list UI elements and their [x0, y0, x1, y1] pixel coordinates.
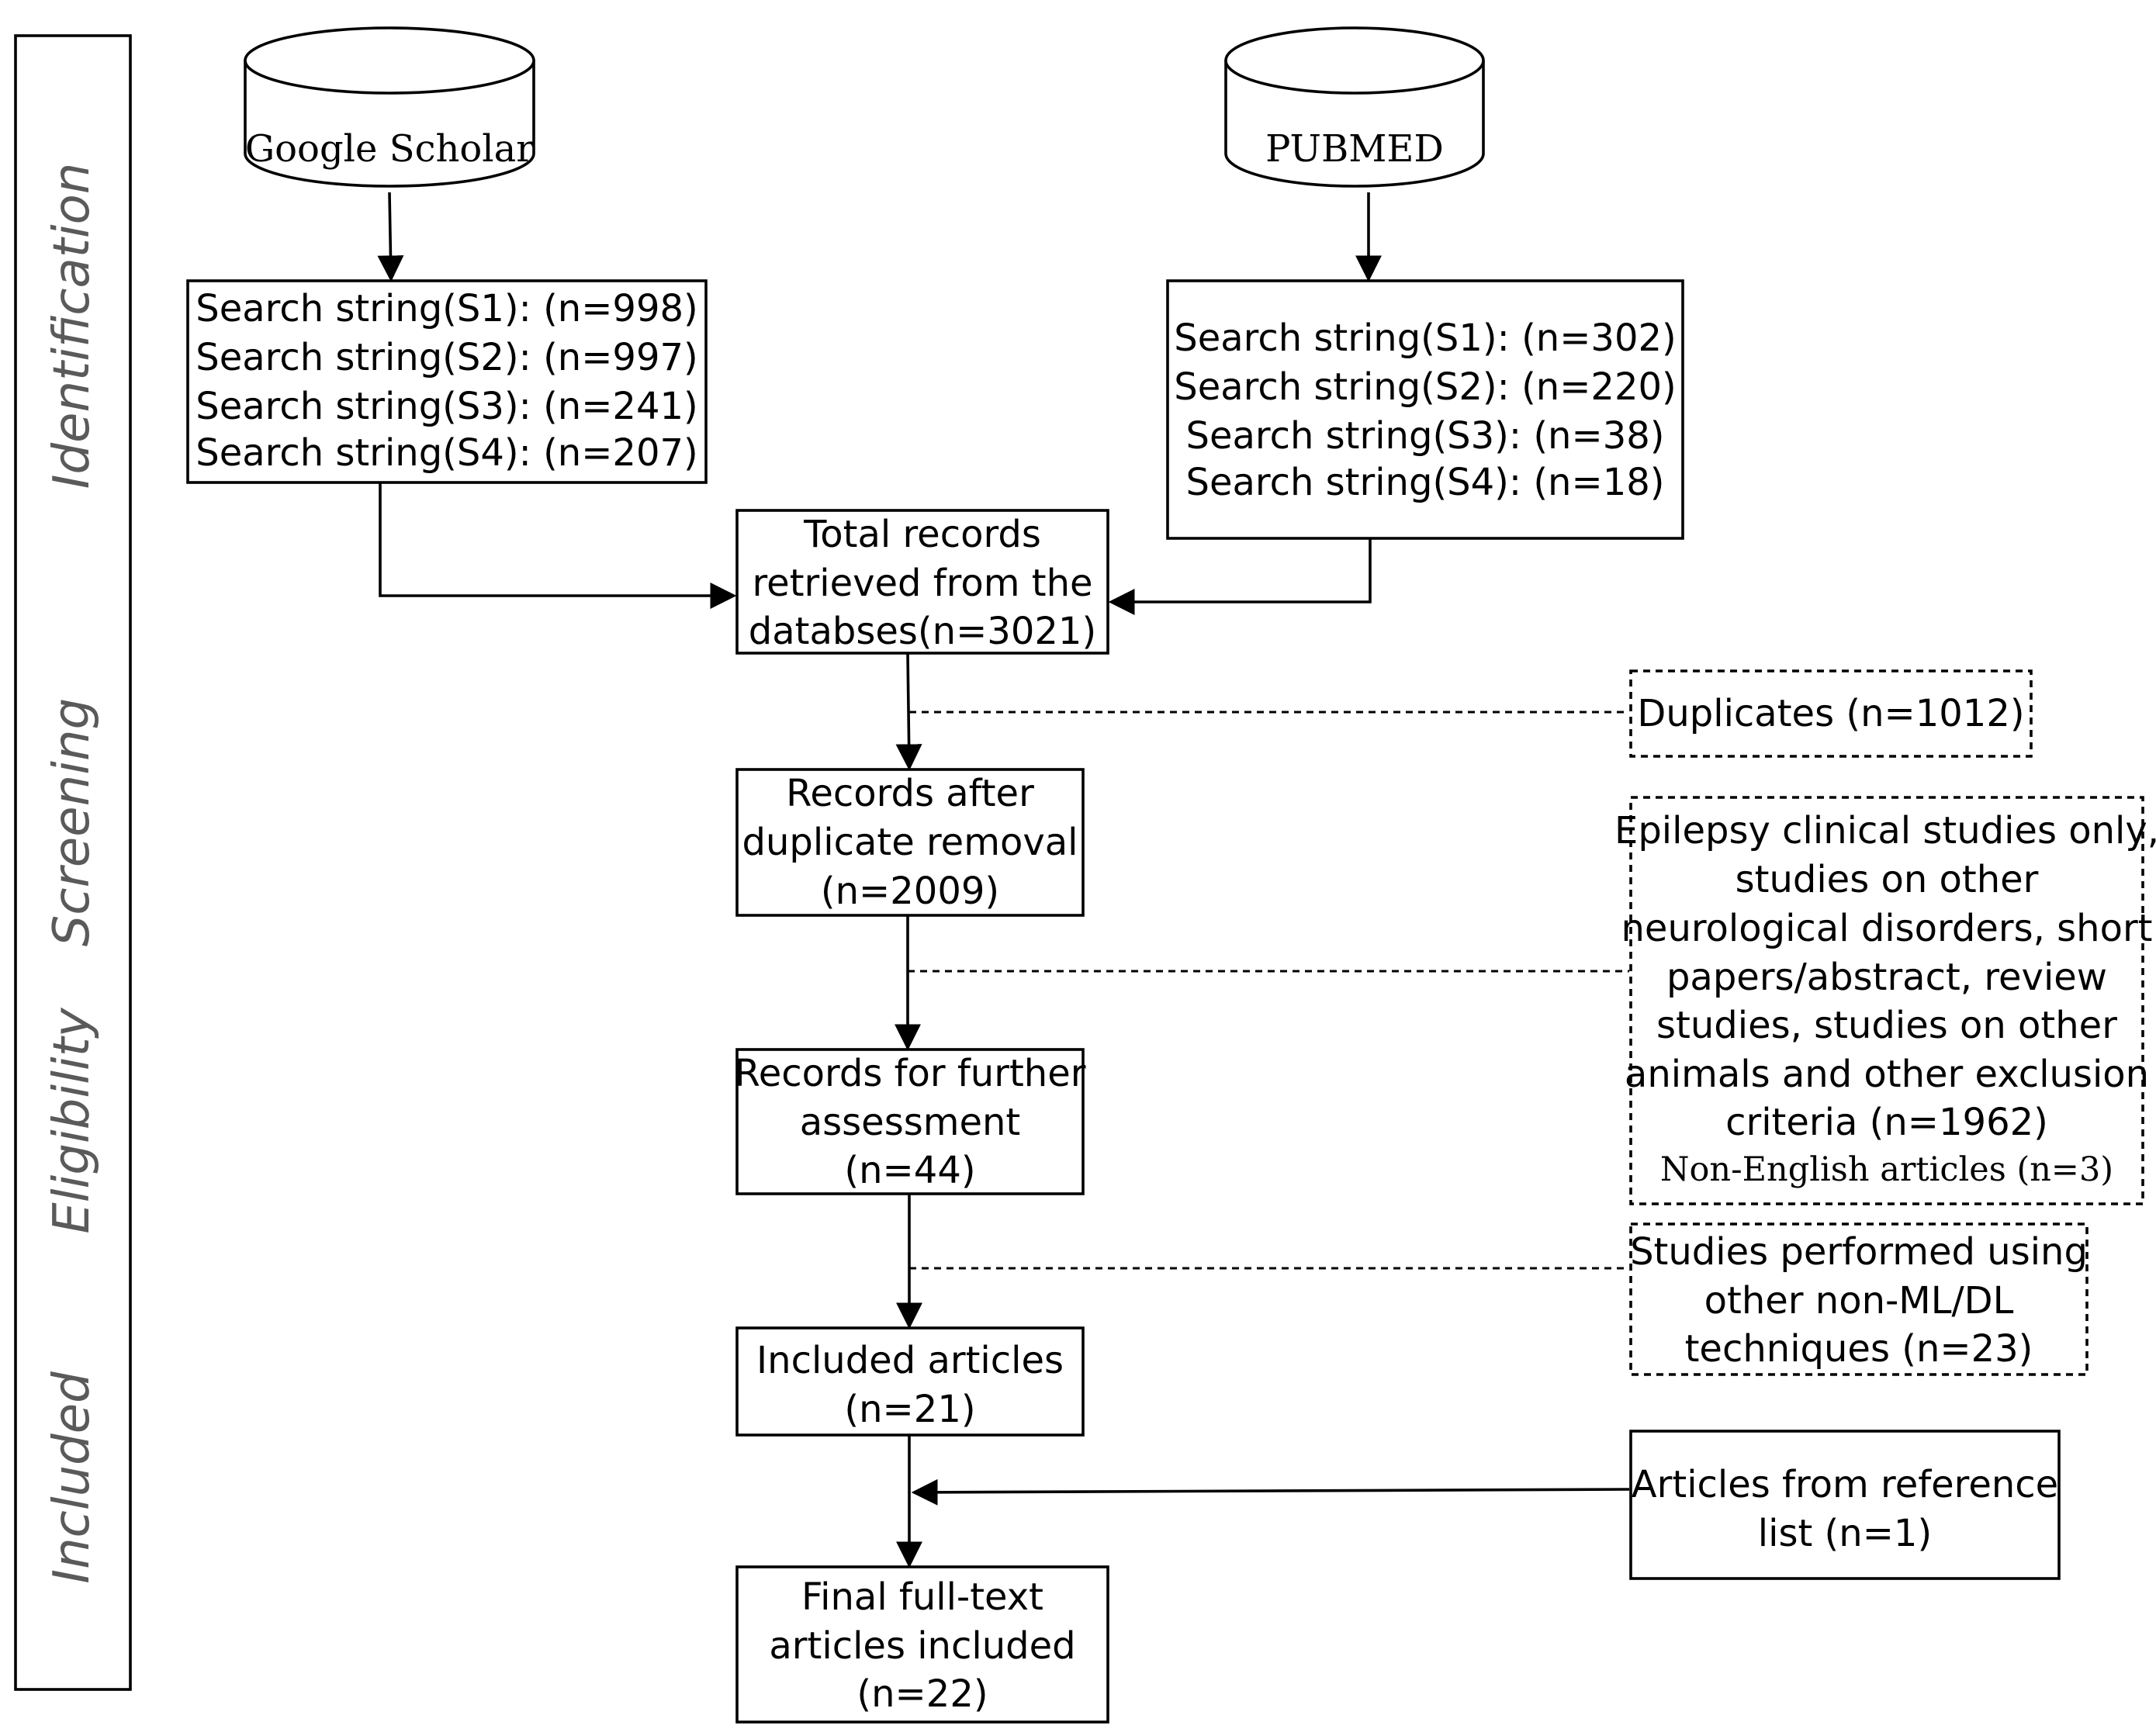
google-search-s4: Search string(S4): (n=207): [196, 431, 698, 475]
google-scholar-database: Google Scholar: [244, 26, 535, 188]
included-articles-line-1: Included articles: [756, 1339, 1064, 1382]
pubmed-search-s1: Search string(S1): (n=302): [1174, 316, 1677, 360]
total-records-line-3: databses(n=3021): [749, 610, 1096, 653]
google-search-s3: Search string(S3): (n=241): [196, 385, 698, 428]
google-scholar-label: Google Scholar: [245, 127, 534, 171]
pubmed-searches-box: [1166, 279, 1684, 540]
arrow-google-to-total: [379, 482, 737, 609]
exclusion-criteria-box: [1629, 796, 2144, 1205]
final-articles-line-3: (n=22): [857, 1672, 988, 1716]
arrow-total-to-after-duplicates: [895, 652, 922, 771]
further-assessment-line-1: Records for further: [735, 1052, 1086, 1095]
after-duplicates-line-2: duplicate removal: [742, 821, 1078, 864]
phase-sidebar: [14, 34, 132, 1691]
exclusion-line-2: studies on other: [1736, 858, 2039, 901]
total-records-line-2: retrieved from the: [752, 562, 1092, 605]
non-ml-line-2: other non-ML/DL: [1704, 1279, 2014, 1323]
after-duplicates-line-3: (n=2009): [821, 870, 999, 913]
exclusion-line-3: neurological disorders, short: [1621, 907, 2152, 950]
google-search-s1: Search string(S1): (n=998): [196, 287, 698, 330]
pubmed-search-s3: Search string(S3): (n=38): [1185, 414, 1664, 458]
duplicates-label: Duplicates (n=1012): [1637, 692, 2024, 735]
pubmed-label: PUBMED: [1265, 127, 1444, 171]
duplicates-box: [1629, 669, 2033, 758]
arrow-pubmed-to-total: [1108, 538, 1372, 615]
further-assessment-line-3: (n=44): [844, 1149, 975, 1192]
phase-eligibility-label: Eligibility: [43, 1007, 101, 1233]
final-articles-box: [735, 1565, 1109, 1724]
non-ml-line-3: techniques (n=23): [1685, 1327, 2033, 1371]
after-duplicates-box: [735, 768, 1085, 917]
total-records-box: [735, 509, 1109, 655]
non-english-label: Non-English articles (n=3): [1660, 1150, 2113, 1189]
google-search-s2: Search string(S2): (n=997): [196, 336, 698, 379]
exclusion-line-5: studies, studies on other: [1656, 1004, 2117, 1047]
phase-identification-label: Identification: [43, 163, 101, 489]
arrow-reference-to-final: [911, 1478, 1630, 1506]
further-assessment-line-2: assessment: [800, 1101, 1021, 1144]
non-ml-line-1: Studies performed using: [1630, 1230, 2088, 1274]
non-ml-box: [1629, 1222, 2089, 1376]
exclusion-line-6: animals and other exclusion: [1625, 1053, 2149, 1096]
after-duplicates-line-1: Records after: [786, 772, 1034, 815]
pubmed-search-s2: Search string(S2): (n=220): [1174, 365, 1677, 409]
further-assessment-box: [735, 1048, 1085, 1195]
phase-included-label: Included: [43, 1371, 101, 1584]
included-articles-line-2: (n=21): [844, 1388, 975, 1431]
pubmed-database: PUBMED: [1224, 26, 1485, 188]
included-articles-box: [735, 1326, 1085, 1437]
pubmed-search-s4: Search string(S4): (n=18): [1185, 461, 1664, 504]
phase-screening-label: Screening: [43, 698, 101, 946]
reference-list-line-2: list (n=1): [1758, 1512, 1932, 1555]
reference-list-box: [1629, 1430, 2061, 1580]
final-articles-line-2: articles included: [769, 1624, 1075, 1668]
reference-list-line-1: Articles from reference: [1632, 1463, 2058, 1506]
exclusion-line-7: criteria (n=1962): [1725, 1101, 2048, 1144]
exclusion-line-4: papers/abstract, review: [1666, 956, 2107, 999]
exclusion-line-1: Epilepsy clinical studies only,: [1614, 809, 2156, 852]
total-records-line-1: Total records: [803, 513, 1041, 556]
connector-arrows: [377, 192, 1630, 1568]
google-searches-box: [186, 279, 708, 484]
final-articles-line-1: Final full-text: [801, 1575, 1043, 1619]
arrow-google-to-searches: [377, 192, 404, 282]
